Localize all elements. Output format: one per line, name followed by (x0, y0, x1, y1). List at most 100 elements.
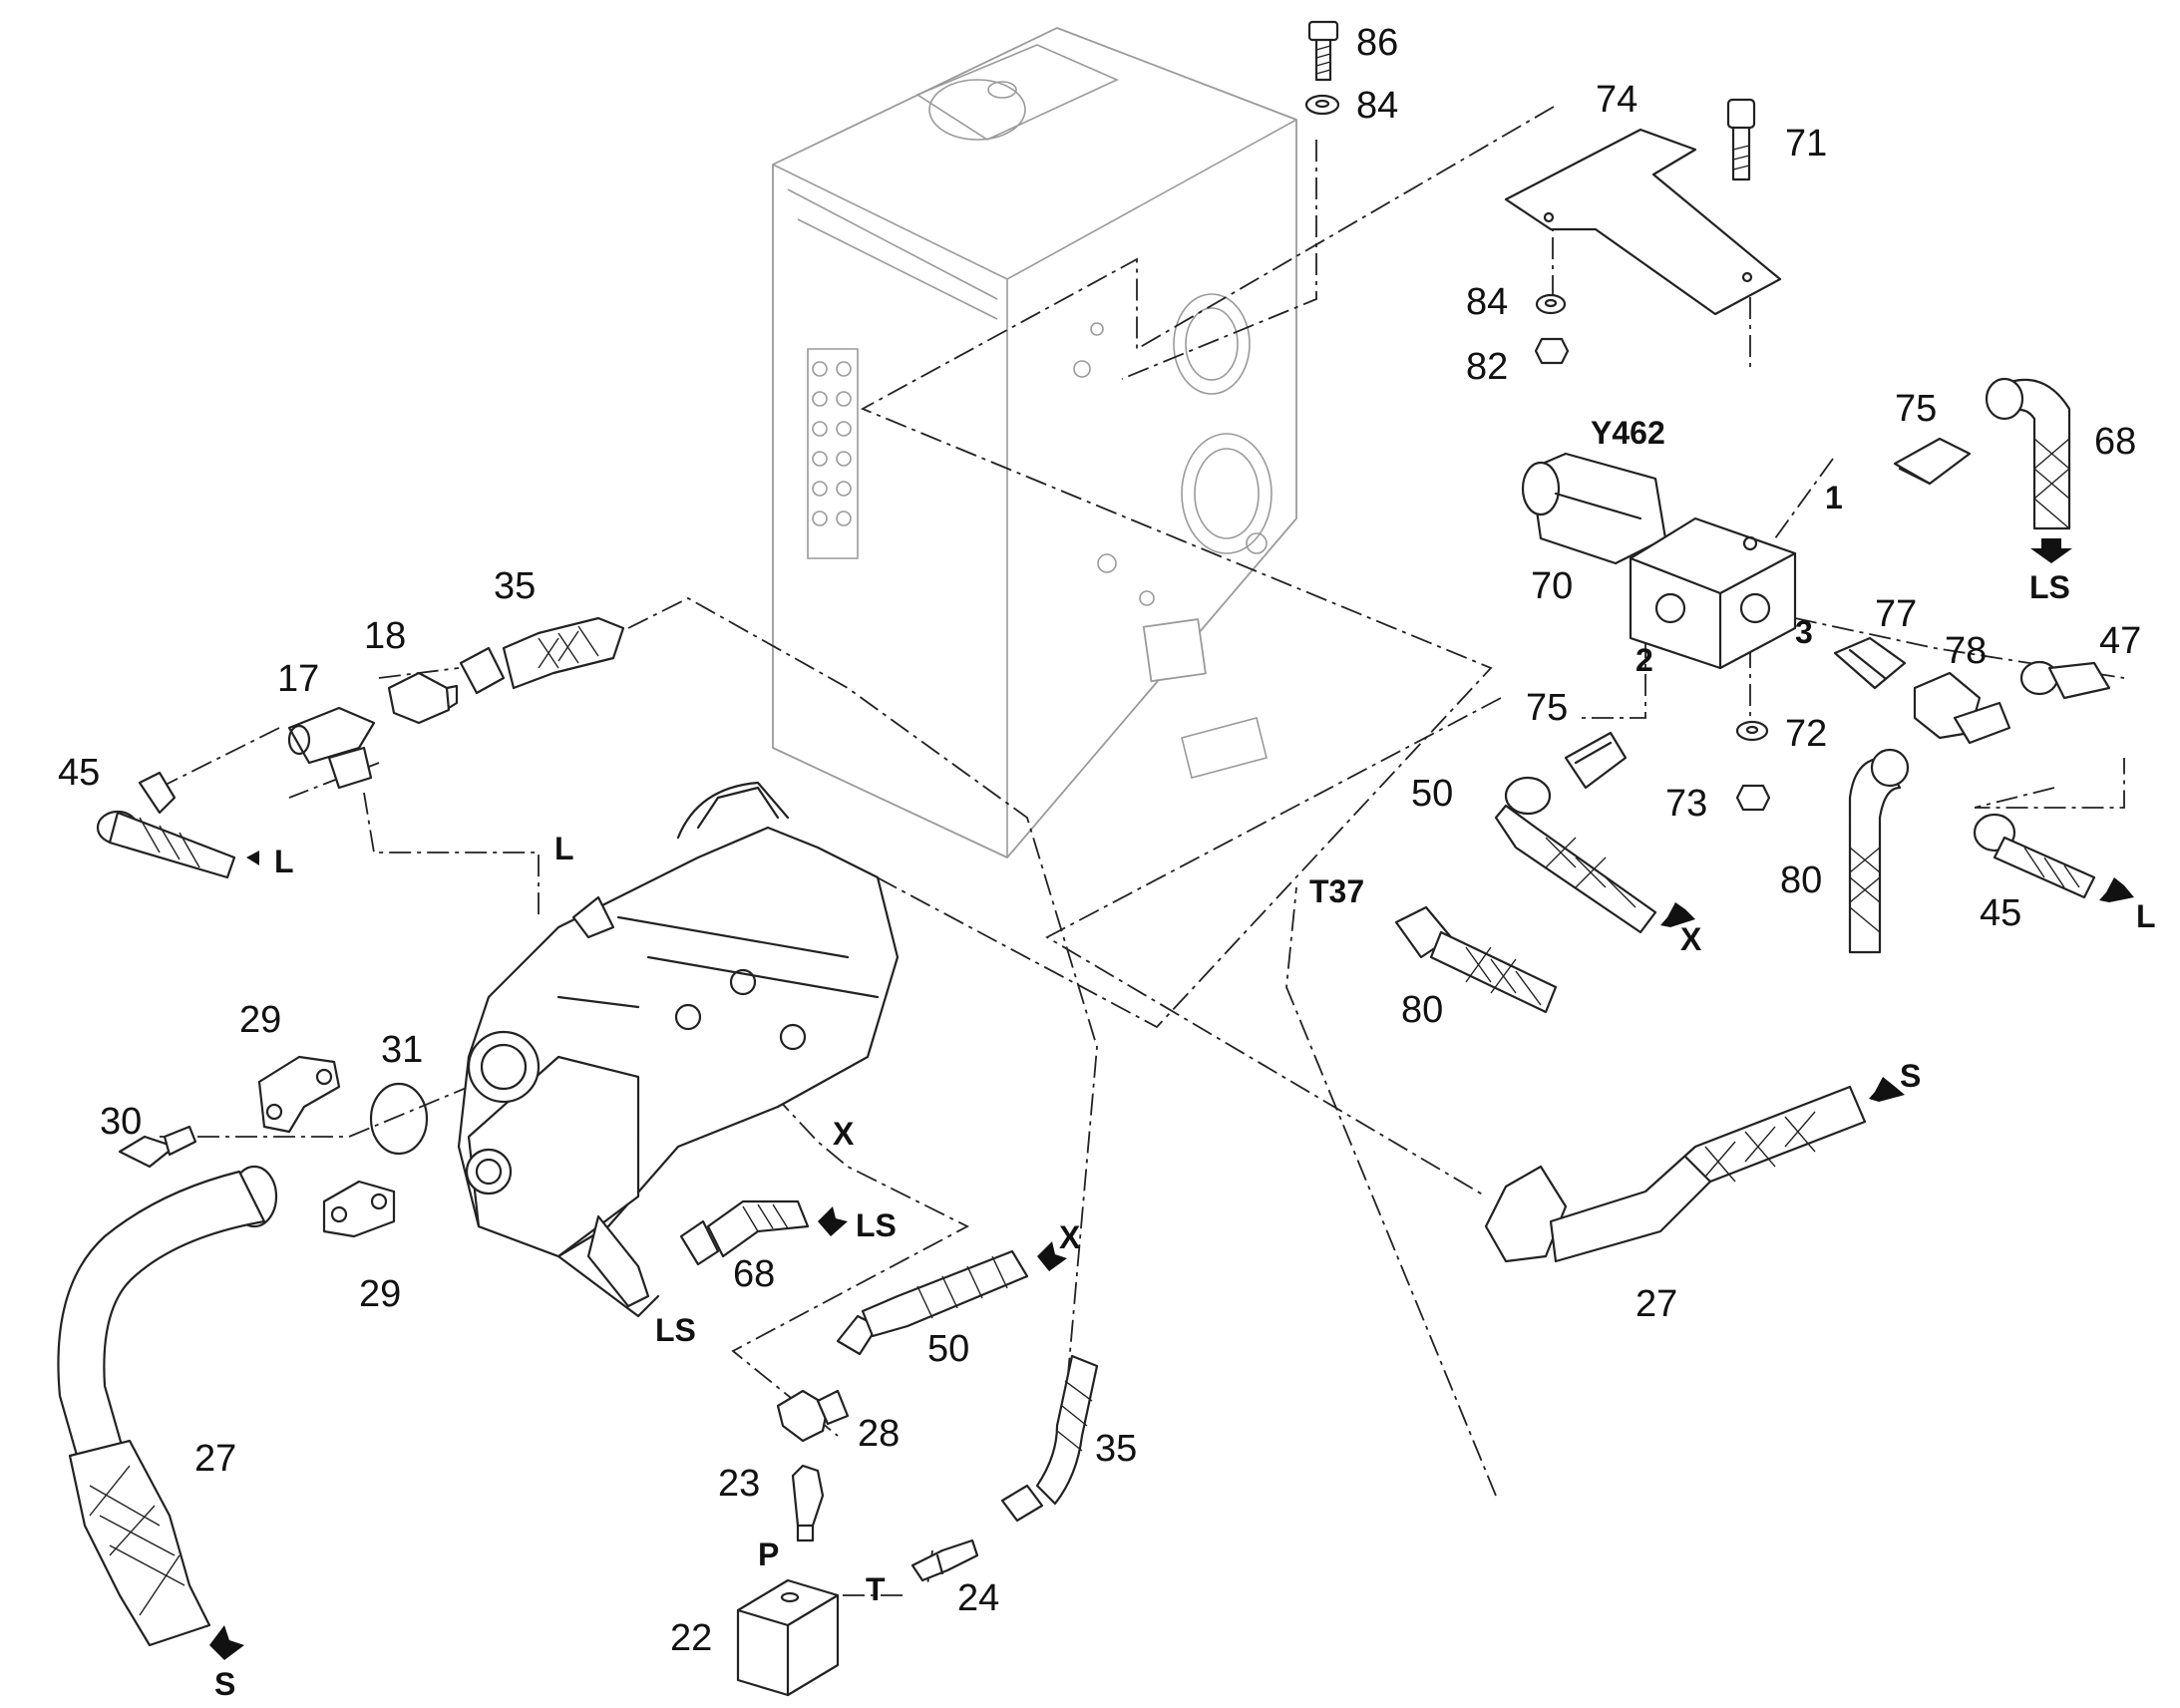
callout-50: 50 (1411, 773, 1453, 815)
port-x-pump: X (833, 1116, 855, 1152)
callout-75-b: 75 (1526, 687, 1568, 729)
arrow-l-left (246, 851, 259, 865)
port-l-right: L (2136, 898, 2156, 934)
callout-45: 45 (1980, 892, 2021, 934)
callout-y462: Y462 (1591, 415, 1665, 451)
washer-84-b (1535, 293, 1567, 315)
callout-74: 74 (1596, 79, 1637, 121)
fitting-75 (1893, 437, 1972, 486)
callout-29-b: 29 (359, 1273, 401, 1315)
callout-18: 18 (364, 615, 406, 657)
callout-86: 86 (1356, 22, 1398, 64)
elbow-28 (776, 1389, 850, 1443)
valve-block-icon (1629, 516, 1797, 670)
port-t: T (866, 1571, 886, 1607)
hydraulic-pump-icon (457, 781, 900, 1318)
callout-24: 24 (957, 1577, 999, 1619)
callout-82: 82 (1466, 346, 1508, 388)
hose-50-lower (836, 1249, 1029, 1356)
callout-71: 71 (1785, 123, 1827, 165)
port-s-left: S (214, 1666, 235, 1702)
elbow-47 (2019, 660, 2111, 700)
hose-80-right (1848, 748, 1910, 954)
bracket-74 (1504, 128, 1782, 316)
callout-t37: T37 (1309, 873, 1364, 909)
callout-labels: 86 84 74 71 84 82 75 68 Y462 70 1 2 3 77… (58, 22, 2141, 1659)
arrow-ls-hose (818, 1206, 848, 1236)
leader-lines (159, 106, 2125, 1596)
port-p: P (758, 1537, 779, 1572)
callout-27: 27 (194, 1438, 236, 1480)
hose-68-lower (679, 1199, 810, 1266)
callout-45-b: 45 (58, 752, 100, 794)
fitting-24 (910, 1538, 979, 1582)
callout-70: 70 (1531, 565, 1573, 607)
port-2: 2 (1635, 642, 1653, 678)
hose-35-top (459, 616, 625, 695)
callout-77: 77 (1875, 593, 1917, 635)
port-labels: LS X L S L L X LS LS X P T S (214, 569, 2156, 1702)
callout-84: 84 (1356, 85, 1398, 127)
callout-84-b: 84 (1466, 281, 1508, 323)
callout-23: 23 (718, 1463, 760, 1505)
arrow-x-mid (1660, 902, 1695, 927)
port-l-left: L (274, 844, 294, 879)
port-x-hose: X (1059, 1219, 1081, 1255)
port-s-right: S (1900, 1058, 1921, 1094)
flange-29-top (257, 1055, 341, 1134)
flange-29-bottom (322, 1180, 396, 1238)
callout-22: 22 (670, 1617, 712, 1659)
port-3: 3 (1795, 614, 1813, 650)
callout-47: 47 (2099, 620, 2141, 662)
washer-84 (1304, 94, 1340, 116)
callout-35-b: 35 (1095, 1428, 1137, 1470)
fitting-77 (1833, 636, 1907, 690)
block-22 (736, 1578, 840, 1697)
hose-50 (1494, 776, 1657, 934)
nut-73 (1735, 784, 1771, 812)
port-ls-pump: LS (655, 1312, 696, 1348)
callout-73: 73 (1665, 783, 1707, 825)
hose-35-lower (1000, 1354, 1099, 1523)
tee-78 (1913, 671, 2011, 745)
bolt-86 (1307, 20, 1339, 82)
callout-78: 78 (1945, 630, 1987, 672)
tee-17 (287, 706, 376, 790)
arrow-s-right (1869, 1077, 1905, 1102)
port-x-mid: X (1680, 921, 1702, 957)
hose-45-left (96, 771, 236, 879)
fitting-18 (387, 671, 459, 725)
arrow-ls-top (2030, 538, 2072, 563)
o-ring-31 (369, 1082, 429, 1156)
callout-68-b: 68 (733, 1253, 775, 1295)
callout-30: 30 (100, 1101, 142, 1143)
port-1: 1 (1825, 480, 1843, 515)
suction-pipe-27-left (57, 1165, 278, 1647)
callout-72: 72 (1785, 713, 1827, 755)
port-ls-top: LS (2029, 569, 2070, 605)
bolt-30 (118, 1125, 197, 1169)
callout-27-b: 27 (1635, 1283, 1677, 1325)
callout-31: 31 (381, 1029, 423, 1071)
callout-50-b: 50 (927, 1328, 969, 1370)
transmission-housing-icon (772, 27, 1297, 858)
callout-35: 35 (494, 565, 536, 607)
port-l-pump: L (554, 831, 574, 866)
hose-68 (1985, 377, 2071, 530)
hose-45-right (1973, 813, 2096, 899)
callout-75: 75 (1895, 388, 1937, 430)
washer-72 (1735, 720, 1769, 742)
arrow-l-right (2099, 877, 2134, 902)
nut-82 (1534, 337, 1570, 365)
suction-pipe-27-right (1484, 1085, 1867, 1263)
fitting-75-b (1564, 731, 1628, 790)
arrow-s-left (209, 1625, 244, 1660)
bolt-71 (1726, 98, 1756, 181)
callout-17: 17 (277, 658, 319, 700)
solenoid-icon (1521, 452, 1667, 565)
callout-80-b: 80 (1401, 989, 1443, 1031)
hose-80-t37 (1394, 905, 1558, 1014)
arrow-x-hose (1037, 1241, 1067, 1271)
callout-29: 29 (239, 999, 281, 1041)
